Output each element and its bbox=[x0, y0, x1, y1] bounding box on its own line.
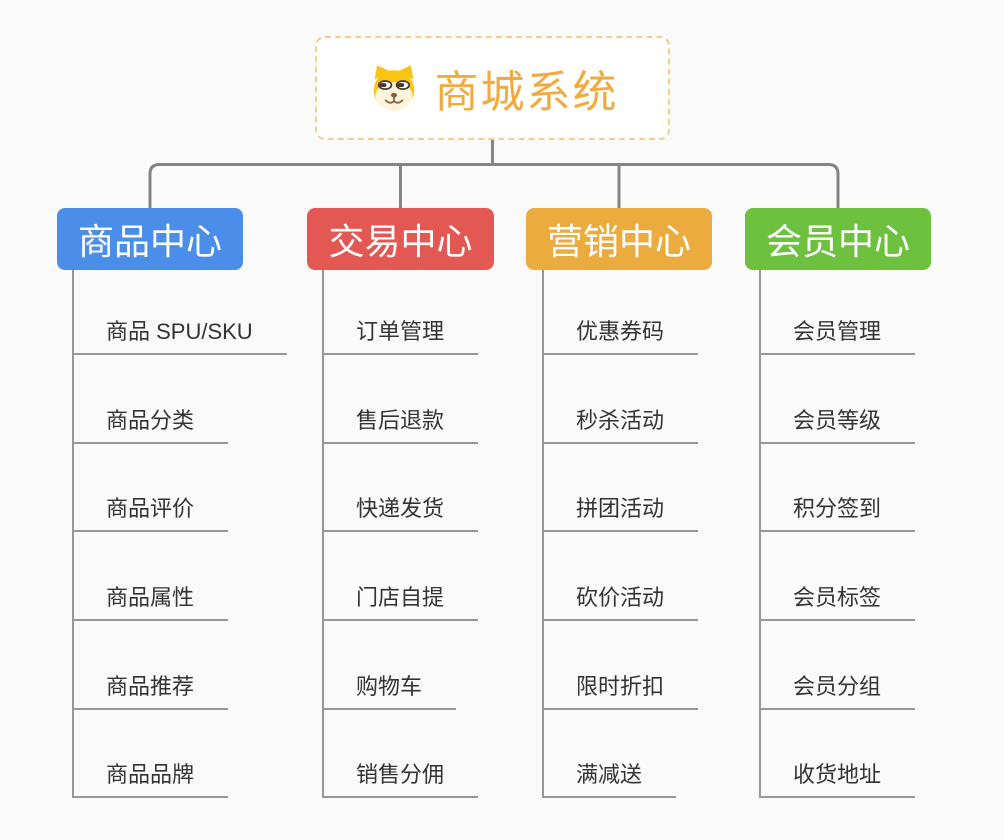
branch-node-products[interactable]: 商品中心 bbox=[57, 208, 243, 270]
leaf-node[interactable]: 门店自提 bbox=[322, 583, 479, 621]
leaf-node[interactable]: 会员等级 bbox=[759, 406, 916, 444]
branch-label: 营销中心 bbox=[546, 221, 691, 262]
branch-rail-line bbox=[148, 163, 840, 210]
leaf-node[interactable]: 会员标签 bbox=[759, 583, 916, 621]
leaf-node[interactable]: 商品分类 bbox=[72, 406, 229, 444]
trunk-line-products bbox=[72, 270, 74, 798]
branch-node-marketing[interactable]: 营销中心 bbox=[526, 208, 712, 270]
trunk-line-marketing bbox=[542, 270, 544, 798]
leaf-node[interactable]: 优惠券码 bbox=[542, 317, 699, 355]
leaf-node[interactable]: 快递发货 bbox=[322, 494, 479, 532]
leaf-node[interactable]: 限时折扣 bbox=[542, 672, 699, 710]
leaf-node[interactable]: 商品推荐 bbox=[72, 672, 229, 710]
leaf-node[interactable]: 商品品牌 bbox=[72, 760, 229, 798]
branch-node-members[interactable]: 会员中心 bbox=[745, 208, 931, 270]
leaf-node[interactable]: 积分签到 bbox=[759, 494, 916, 532]
leaf-node[interactable]: 商品评价 bbox=[72, 494, 229, 532]
branch-node-trade[interactable]: 交易中心 bbox=[307, 208, 494, 270]
leaf-node[interactable]: 秒杀活动 bbox=[542, 406, 699, 444]
leaf-node[interactable]: 收货地址 bbox=[759, 760, 916, 798]
leaf-node[interactable]: 满减送 bbox=[542, 760, 677, 798]
leaf-node[interactable]: 购物车 bbox=[322, 672, 457, 710]
leaf-node[interactable]: 会员分组 bbox=[759, 672, 916, 710]
trunk-line-trade bbox=[322, 270, 324, 798]
root-node[interactable]: 商城系统 bbox=[315, 36, 670, 140]
leaf-node[interactable]: 会员管理 bbox=[759, 317, 916, 355]
leaf-node[interactable]: 商品 SPU/SKU bbox=[72, 317, 287, 355]
trunk-line-members bbox=[759, 270, 761, 798]
leaf-node[interactable]: 拼团活动 bbox=[542, 494, 699, 532]
root-title: 商城系统 bbox=[434, 68, 619, 117]
leaf-node[interactable]: 销售分佣 bbox=[322, 760, 479, 798]
doge-icon bbox=[373, 65, 414, 111]
branch-label: 交易中心 bbox=[328, 221, 473, 262]
leaf-node[interactable]: 砍价活动 bbox=[542, 583, 699, 621]
branch-label: 会员中心 bbox=[765, 221, 910, 262]
branch-label: 商品中心 bbox=[77, 221, 222, 262]
leaf-node[interactable]: 商品属性 bbox=[72, 583, 229, 621]
leaf-node[interactable]: 售后退款 bbox=[322, 406, 479, 444]
leaf-node[interactable]: 订单管理 bbox=[322, 317, 479, 355]
